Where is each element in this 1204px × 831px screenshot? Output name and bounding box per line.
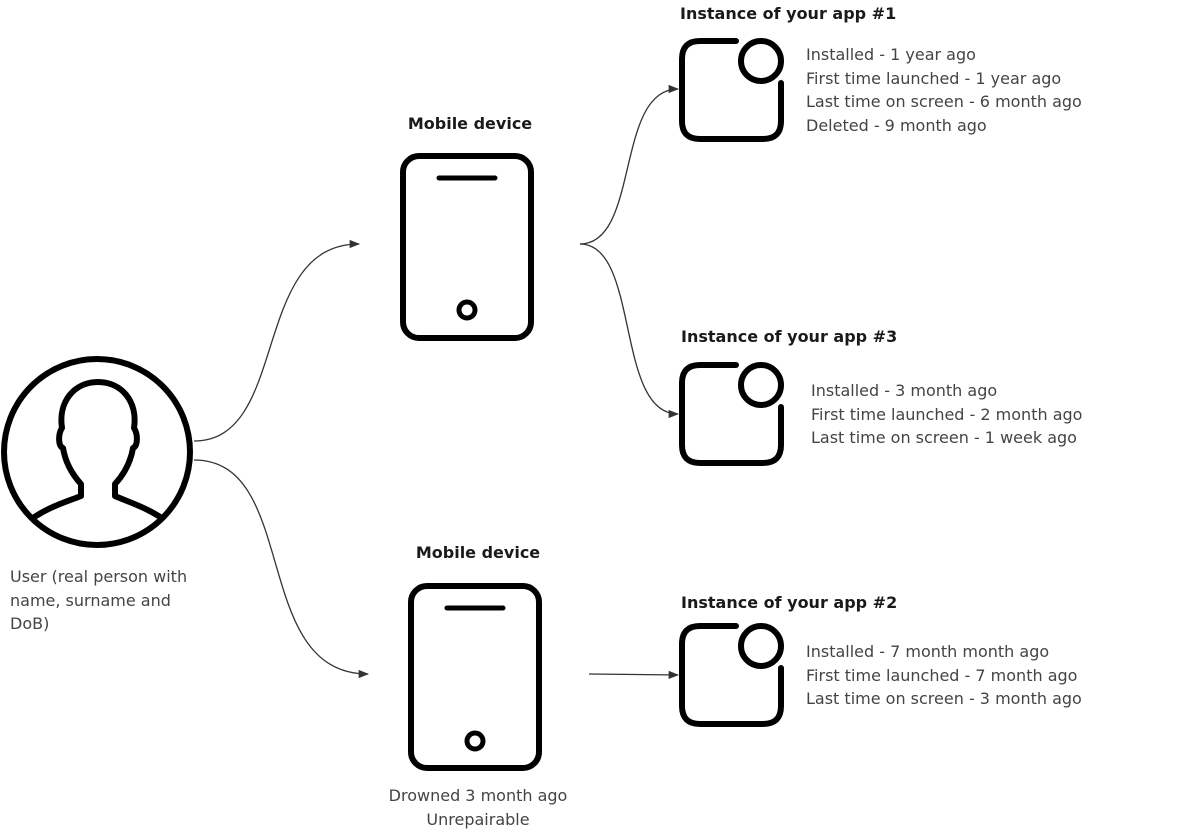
smartphone-icon [411,586,539,768]
app-1-title: Instance of your app #1 [680,2,896,26]
device-bottom-notes: Drowned 3 month ago Unrepairable [378,784,578,831]
app-1-details: Installed - 1 year ago First time launch… [806,43,1082,137]
smartphone-icon [403,156,531,338]
user-avatar-icon [4,359,190,560]
app-icon [682,41,781,139]
app-2-details: Installed - 7 month month ago First time… [806,640,1082,711]
connector-user-to-device-top [194,244,359,441]
app-detail-line: Deleted - 9 month ago [806,114,1082,138]
connector-device-bottom-to-app-2 [589,674,678,675]
connector-user-to-device-bottom [194,460,368,674]
app-detail-line: Installed - 3 month ago [811,379,1082,403]
app-detail-line: First time launched - 7 month ago [806,664,1082,688]
device-bottom-title: Mobile device [378,541,578,565]
connector-device-top-to-app-1 [580,89,678,244]
app-detail-line: First time launched - 2 month ago [811,403,1082,427]
user-label: User (real person with name, surname and… [10,565,187,636]
app-detail-line: Last time on screen - 1 week ago [811,426,1082,450]
connector-device-top-to-app-3 [580,244,678,414]
device-top-title: Mobile device [370,112,570,136]
app-detail-line: First time launched - 1 year ago [806,67,1082,91]
app-icon [682,365,781,463]
device-note: Drowned 3 month ago [378,784,578,808]
app-2-title: Instance of your app #2 [681,591,897,615]
app-3-details: Installed - 3 month ago First time launc… [811,379,1082,450]
app-3-title: Instance of your app #3 [681,325,897,349]
app-detail-line: Installed - 1 year ago [806,43,1082,67]
user-label-line: DoB) [10,612,187,636]
app-detail-line: Last time on screen - 3 month ago [806,687,1082,711]
app-detail-line: Last time on screen - 6 month ago [806,90,1082,114]
user-label-line: User (real person with [10,565,187,589]
device-note: Unrepairable [378,808,578,831]
app-icon [682,626,781,724]
user-label-line: name, surname and [10,589,187,613]
app-detail-line: Installed - 7 month month ago [806,640,1082,664]
